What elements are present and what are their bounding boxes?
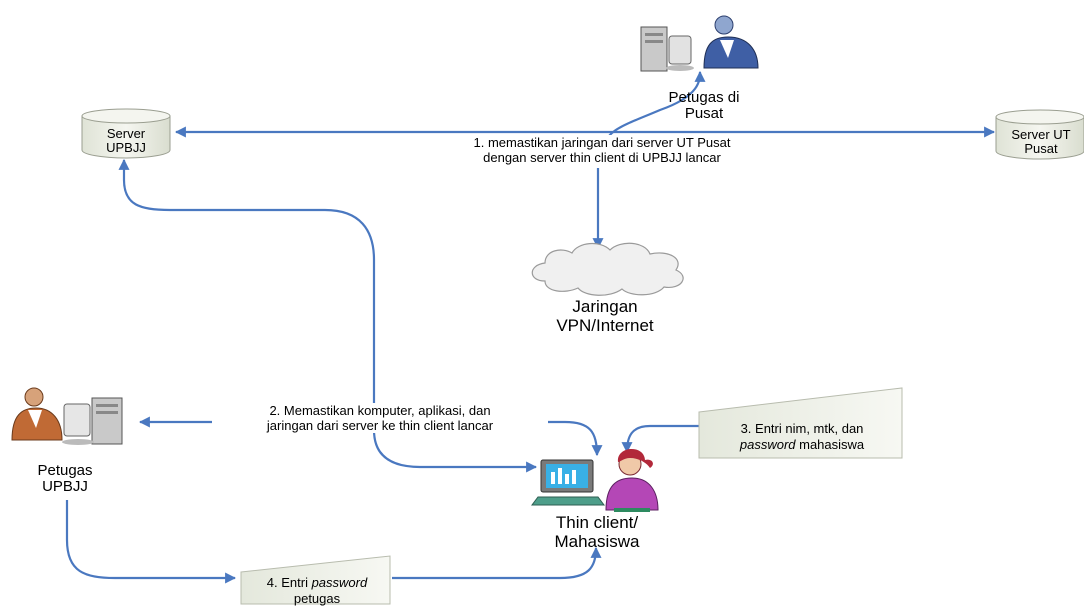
officer-upbjj-label: Petugas UPBJJ bbox=[37, 462, 93, 495]
step4-text-b: petugas bbox=[293, 591, 341, 606]
step3-text-a: 3. Entri nim, mtk, dan bbox=[740, 421, 864, 436]
step4-label: 4. Entri password petugas bbox=[244, 575, 390, 607]
arrow-step3 bbox=[621, 424, 699, 454]
step3-label: 3. Entri nim, mtk, dan password mahasisw… bbox=[704, 421, 900, 453]
step4-text-a: 4. Entri bbox=[266, 575, 312, 590]
step3-text-b: mahasiswa bbox=[795, 437, 865, 452]
connectors bbox=[65, 70, 996, 584]
step2-label: 2. Memastikan komputer, aplikasi, dan ja… bbox=[212, 403, 548, 433]
arrow-petugas-to-step4 bbox=[65, 500, 237, 584]
student-label: Thin client/ Mahasiswa bbox=[554, 513, 640, 551]
server-ut-pusat-label: Server UT Pusat bbox=[1011, 127, 1071, 156]
step3-password-em: password bbox=[739, 437, 796, 452]
arrow-petugas-upbjj-thinclient bbox=[138, 416, 603, 457]
server-upbjj-cylinder bbox=[81, 108, 171, 159]
officer-upbjj-icon bbox=[11, 387, 123, 445]
arrow-step4-to-thinclient bbox=[392, 546, 602, 580]
step3-note-shape bbox=[698, 387, 903, 459]
officer-center-label: Petugas di Pusat bbox=[668, 89, 740, 122]
arrow-upbjj-to-thinclient bbox=[118, 158, 538, 473]
step4-note-shape bbox=[240, 555, 391, 605]
server-ut-pusat-cylinder bbox=[995, 109, 1084, 160]
step4-password-em: password bbox=[311, 575, 368, 590]
network-label: Jaringan VPN/Internet bbox=[556, 297, 654, 335]
student-thin-client-icon bbox=[531, 448, 659, 512]
step1-label: 1. memastikan jaringan dari server UT Pu… bbox=[430, 135, 774, 165]
cloud-icon bbox=[531, 242, 684, 296]
officer-center-icon bbox=[640, 15, 759, 72]
server-upbjj-label: Server UPBJJ bbox=[106, 126, 146, 155]
